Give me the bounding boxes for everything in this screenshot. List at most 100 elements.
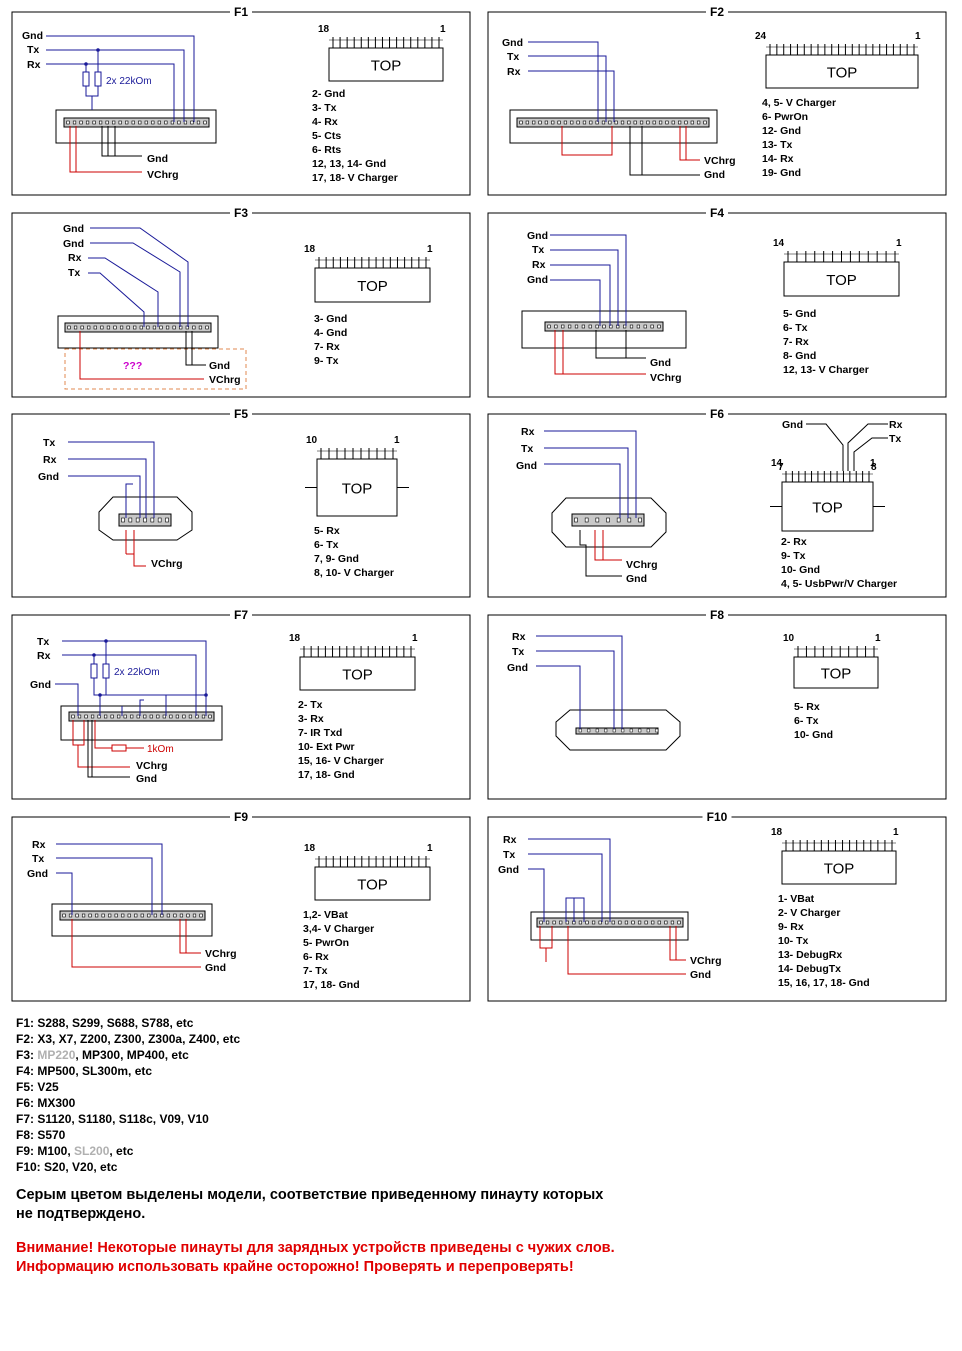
socket-pin xyxy=(192,913,197,918)
socket-pin xyxy=(584,517,589,523)
wire-label-rx: Rx xyxy=(503,834,517,846)
model-names: X3, X7, Z200, Z300, Z300a, Z400, etc xyxy=(34,1032,241,1046)
top-view-connector xyxy=(770,471,885,532)
wire xyxy=(68,475,141,518)
socket-pin xyxy=(143,714,147,719)
wire-label-rx: Rx xyxy=(27,59,41,71)
wire-label-gnd: Gnd xyxy=(516,460,537,472)
wire xyxy=(550,264,611,326)
socket-pin xyxy=(80,325,84,330)
wire-label-rx: Rx xyxy=(507,66,521,78)
wire xyxy=(528,70,615,122)
wire-label-tx: Tx xyxy=(68,267,80,279)
pinout-line: 9- Rx xyxy=(778,921,804,933)
pinout-line: 3- Tx xyxy=(312,102,337,114)
pinout-line: 17, 18- Gnd xyxy=(303,979,360,991)
wire-label-vchrg: VChrg xyxy=(205,948,237,960)
wire xyxy=(77,745,130,768)
model-key: F4: xyxy=(16,1064,34,1078)
top-label: TOP xyxy=(827,65,858,82)
wire-label-gnd-bottom: Gnd xyxy=(626,573,647,585)
model-line-5: F5: V25 xyxy=(16,1079,240,1095)
pin-first-label: 18 xyxy=(318,24,330,35)
pinout-line: 5- PwrOn xyxy=(303,937,349,949)
socket-pin xyxy=(139,325,143,330)
top-label: TOP xyxy=(821,666,852,683)
socket-pin xyxy=(87,325,91,330)
pinout-line: 5- Cts xyxy=(312,130,341,142)
note-line-1: Серым цветом выделены модели, соответств… xyxy=(16,1187,604,1203)
socket-pin xyxy=(173,913,177,918)
wire-label-tx: Tx xyxy=(43,437,55,449)
model-names: S570 xyxy=(34,1128,66,1142)
model-names: S1120, S1180, S118c, V09, V10 xyxy=(34,1112,209,1126)
wire-label-rx: Rx xyxy=(512,631,526,643)
model-names: S288, S299, S688, S788, etc xyxy=(34,1016,194,1030)
socket-pin xyxy=(143,517,147,523)
socket-pin xyxy=(84,714,88,719)
panel-frame xyxy=(11,212,471,398)
socket-pin xyxy=(638,517,642,523)
wire xyxy=(853,437,888,471)
socket-pin xyxy=(172,325,176,330)
socket-pin xyxy=(532,120,536,125)
socket-pin xyxy=(73,325,78,330)
wire-label-gnd: Gnd xyxy=(498,864,519,876)
socket-pin xyxy=(177,120,181,125)
wire xyxy=(528,41,599,122)
wire xyxy=(46,35,195,122)
socket-pin xyxy=(538,120,542,125)
socket-pin xyxy=(629,324,634,329)
pinout-line: 6- Rx xyxy=(303,951,329,963)
socket-pin xyxy=(631,920,635,925)
model-key: F5: xyxy=(16,1080,34,1094)
pinout-line: 10- Ext Pwr xyxy=(298,741,355,753)
socket-pin xyxy=(703,120,707,125)
socket-pin xyxy=(119,325,124,330)
socket-pin xyxy=(563,120,568,125)
wire-label-gnd-bottom: Gnd xyxy=(650,357,671,369)
socket-pin xyxy=(616,517,621,523)
pin-first-label: 18 xyxy=(304,244,316,255)
wire-label-vchrg: VChrg xyxy=(147,169,179,181)
socket-pin xyxy=(547,324,551,329)
pin-first-label: 10 xyxy=(306,435,318,446)
socket-pin xyxy=(604,728,608,733)
socket-pin xyxy=(153,913,157,918)
warning-line-2: Информацию использовать крайне осторожно… xyxy=(16,1259,574,1275)
socket-pin xyxy=(123,714,127,719)
wire-label-vchrg: VChrg xyxy=(136,760,168,772)
unknown-area xyxy=(64,348,247,390)
pinout-line: 15, 16, 17, 18- Gnd xyxy=(778,977,870,989)
top-wire-tx: Tx xyxy=(889,433,901,445)
socket-pin xyxy=(601,120,606,125)
wire xyxy=(550,249,619,326)
wire xyxy=(554,330,646,375)
pin-last-label: 1 xyxy=(893,827,899,838)
socket-pin xyxy=(79,120,83,125)
socket-pin xyxy=(135,517,140,523)
socket-pin xyxy=(644,920,648,925)
wire-label-tx: Tx xyxy=(507,51,519,63)
socket-pin xyxy=(144,120,148,125)
wire-label-vchrg: VChrg xyxy=(151,558,183,570)
model-names: S20, V20, etc xyxy=(40,1160,118,1174)
wire xyxy=(90,227,189,327)
wire xyxy=(536,635,623,729)
pin-last-label: 1 xyxy=(440,24,446,35)
socket-pin xyxy=(112,120,116,125)
wire xyxy=(68,458,147,518)
socket-pin xyxy=(190,120,194,125)
model-key: F3: xyxy=(16,1048,34,1062)
panel-title: F10 xyxy=(707,810,728,824)
socket-pin xyxy=(629,728,633,733)
socket-pin xyxy=(576,120,580,125)
pinout-line: 2- V Charger xyxy=(778,907,840,919)
pinout-line: 6- Rts xyxy=(312,144,341,156)
pinout-line: 9- Tx xyxy=(781,550,806,562)
pinout-line: 12, 13, 14- Gnd xyxy=(312,158,386,170)
socket-pin xyxy=(559,920,563,925)
panel-frame xyxy=(11,413,471,598)
wire xyxy=(56,872,73,915)
socket-pin xyxy=(131,120,135,125)
